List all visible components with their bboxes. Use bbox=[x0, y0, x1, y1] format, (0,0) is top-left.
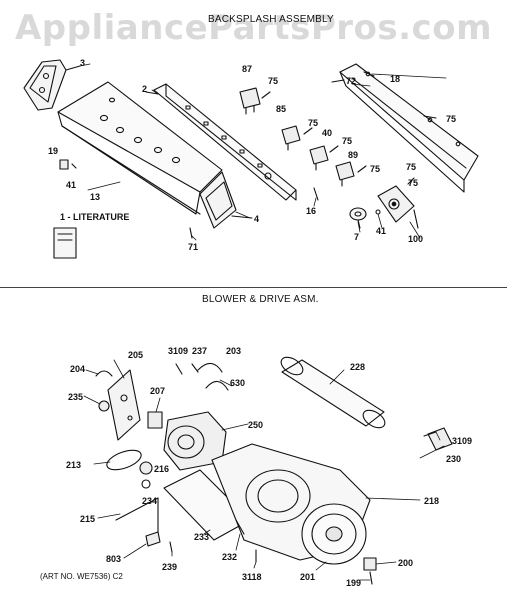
part-screw-3109 bbox=[175, 363, 183, 375]
part-screw-199 bbox=[369, 571, 373, 585]
part-screw-16 bbox=[313, 187, 319, 201]
watermark: AppliancePartsPros.com bbox=[14, 8, 492, 48]
callout-72: 72 bbox=[346, 76, 357, 86]
callout-233: 233 bbox=[194, 532, 210, 542]
part-screw-232 bbox=[235, 519, 245, 535]
callout-218: 218 bbox=[424, 496, 440, 506]
callout-199: 199 bbox=[346, 578, 362, 588]
part-belt bbox=[106, 449, 142, 471]
callout-2: 2 bbox=[142, 84, 148, 94]
part-rod-215 bbox=[115, 497, 159, 541]
part-literature bbox=[53, 227, 77, 259]
section-title-backsplash: BACKSPLASH ASSEMBLY bbox=[208, 14, 334, 25]
part-screw-3109-right bbox=[423, 431, 437, 437]
part-duct bbox=[280, 356, 386, 429]
part-switch-207 bbox=[147, 411, 163, 429]
callout-75-c: 75 bbox=[308, 118, 319, 128]
part-screws-75 bbox=[261, 71, 437, 185]
part-thermostat-230 bbox=[427, 427, 453, 451]
callout-216: 216 bbox=[154, 464, 170, 474]
art-number: (ART NO. WE7536) C2 bbox=[40, 572, 123, 581]
part-screw-239 bbox=[169, 541, 173, 553]
callout-40: 40 bbox=[322, 128, 333, 138]
part-timer bbox=[377, 185, 419, 229]
leader-lines bbox=[79, 63, 447, 581]
callout-230: 230 bbox=[446, 454, 462, 464]
part-clip-204 bbox=[95, 370, 113, 377]
callout-18: 18 bbox=[390, 74, 401, 84]
callout-85: 85 bbox=[276, 104, 287, 114]
callout-204: 204 bbox=[70, 364, 86, 374]
part-idler-235 bbox=[98, 400, 110, 412]
callout-100: 100 bbox=[408, 234, 424, 244]
callout-41-b: 41 bbox=[376, 226, 387, 236]
part-rear-cover bbox=[331, 63, 479, 193]
part-end-cap-left bbox=[23, 59, 81, 111]
section-title-blower: BLOWER & DRIVE ASM. bbox=[202, 294, 319, 305]
callout-630: 630 bbox=[230, 378, 246, 388]
part-switches bbox=[239, 87, 355, 187]
callout-literature: 1 - LITERATURE bbox=[60, 212, 130, 222]
callout-200: 200 bbox=[398, 558, 414, 568]
callout-207: 207 bbox=[150, 386, 166, 396]
part-blower-wheel bbox=[301, 503, 367, 565]
part-clamps-203 bbox=[197, 362, 229, 391]
callout-203: 203 bbox=[226, 346, 242, 356]
callout-13: 13 bbox=[90, 192, 101, 202]
callout-3118: 3118 bbox=[242, 572, 262, 582]
part-pulley-216 bbox=[139, 461, 153, 475]
callout-250: 250 bbox=[248, 420, 264, 430]
part-motor-bracket bbox=[107, 369, 141, 441]
callout-75-a: 75 bbox=[268, 76, 279, 86]
callout-205: 205 bbox=[128, 350, 144, 360]
callout-3109-b: 3109 bbox=[452, 436, 473, 446]
callout-75-e: 75 bbox=[370, 164, 381, 174]
callout-201: 201 bbox=[300, 572, 316, 582]
callout-232: 232 bbox=[222, 552, 238, 562]
part-clip-41 bbox=[375, 209, 381, 215]
callout-75-f: 75 bbox=[406, 162, 417, 172]
part-console-panel bbox=[57, 81, 223, 215]
callout-75-d: 75 bbox=[342, 136, 353, 146]
callout-3: 3 bbox=[80, 58, 86, 68]
callout-89: 89 bbox=[348, 150, 359, 160]
part-knob bbox=[349, 207, 367, 229]
callout-7: 7 bbox=[354, 232, 360, 242]
callout-3109-a: 3109 bbox=[168, 346, 189, 356]
callout-75-g: 75 bbox=[408, 178, 419, 188]
callout-4: 4 bbox=[254, 214, 260, 224]
callout-228: 228 bbox=[350, 362, 366, 372]
callout-213: 213 bbox=[66, 460, 82, 470]
callout-75-b: 75 bbox=[446, 114, 457, 124]
part-clip-19 bbox=[59, 159, 77, 170]
part-clip-200 bbox=[363, 557, 377, 571]
part-clip-803 bbox=[145, 531, 161, 547]
callout-215: 215 bbox=[80, 514, 96, 524]
part-end-cap-right bbox=[199, 171, 253, 229]
callout-71: 71 bbox=[188, 242, 199, 252]
part-screw-237 bbox=[191, 363, 199, 373]
callout-235: 235 bbox=[68, 392, 84, 402]
callout-234: 234 bbox=[142, 496, 158, 506]
callout-87: 87 bbox=[242, 64, 253, 74]
part-bracket-frame bbox=[145, 83, 297, 201]
section-divider bbox=[0, 287, 507, 288]
part-pulley-234 bbox=[141, 479, 151, 489]
callout-803: 803 bbox=[106, 554, 122, 564]
callout-19: 19 bbox=[48, 146, 59, 156]
callout-16: 16 bbox=[306, 206, 317, 216]
callout-41-a: 41 bbox=[66, 180, 77, 190]
callout-237: 237 bbox=[192, 346, 208, 356]
part-screw-71 bbox=[189, 227, 193, 239]
callout-239: 239 bbox=[162, 562, 178, 572]
